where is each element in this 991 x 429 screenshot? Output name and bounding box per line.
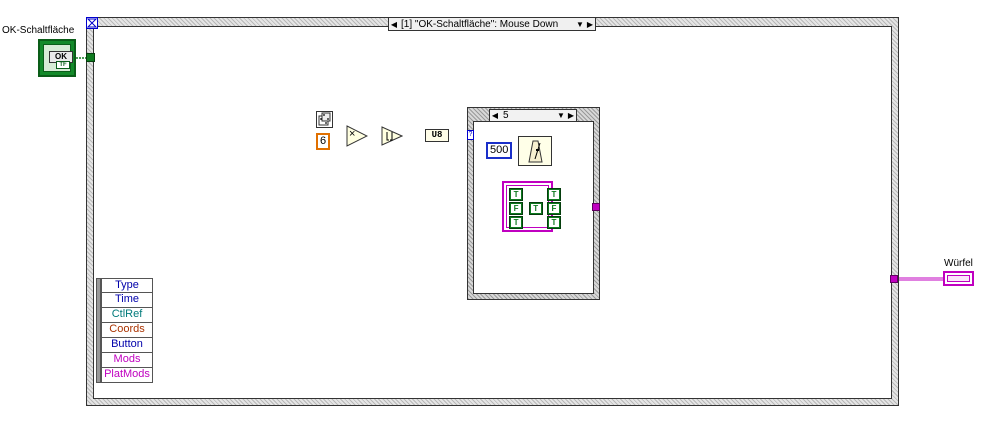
random-number-icon[interactable]	[316, 111, 333, 128]
case-selector[interactable]: ◀ 5 ▼ ▶	[489, 109, 577, 122]
u8-conversion-node[interactable]: U8	[425, 129, 449, 142]
wuerfel-indicator-label: Würfel	[944, 258, 973, 269]
event-data-field[interactable]: Time	[101, 293, 153, 308]
boolean-element: T	[546, 216, 561, 229]
case-dropdown-arrow-icon[interactable]: ▼	[557, 111, 565, 120]
event-data-field[interactable]: Type	[101, 278, 153, 293]
boolean-value: F	[511, 204, 522, 213]
boolean-input-tunnel[interactable]	[86, 53, 95, 62]
event-output-tunnel[interactable]	[890, 275, 898, 283]
ok-control-label: OK-Schaltfläche	[2, 25, 75, 36]
wait-node[interactable]	[518, 136, 552, 166]
boolean-value: T	[511, 190, 522, 199]
event-data-node-handle[interactable]	[96, 278, 101, 383]
boolean-element: T	[546, 188, 561, 201]
case-output-tunnel[interactable]	[592, 203, 600, 211]
boolean-element: F	[509, 202, 524, 215]
event-data-field[interactable]: CtlRef	[101, 308, 153, 323]
multiply-symbol: ×	[349, 128, 356, 140]
event-data-field[interactable]: Coords	[101, 323, 153, 338]
case-selector-terminal[interactable]: ?	[467, 130, 474, 140]
event-data-field[interactable]: PlatMods	[101, 368, 153, 383]
round-down-node[interactable]	[381, 126, 404, 149]
ok-control-terminal[interactable]: OK TF	[38, 39, 76, 77]
right-arrow-icon[interactable]: ▶	[586, 19, 594, 29]
boolean-element: F	[546, 202, 561, 215]
boolean-element: T	[528, 202, 543, 215]
dropdown-arrow-icon[interactable]: ▼	[576, 19, 584, 29]
event-case-label: [1] "OK-Schaltfläche": Mouse Down	[401, 18, 559, 30]
boolean-element: T	[509, 216, 524, 229]
event-data-field[interactable]: Button	[101, 338, 153, 353]
case-selector-value: 5	[503, 110, 509, 121]
boolean-value: T	[511, 218, 522, 227]
boolean-value: T	[548, 190, 559, 199]
wait-ms-constant[interactable]: 500	[486, 142, 513, 159]
boolean-element: T	[509, 188, 524, 201]
case-right-arrow-icon[interactable]: ▶	[567, 111, 575, 120]
event-data-field[interactable]: Mods	[101, 353, 153, 368]
ok-type-indicator: TF	[56, 61, 70, 69]
event-case-selector[interactable]: ◀ [1] "OK-Schaltfläche": Mouse Down ▼ ▶	[388, 17, 596, 31]
wuerfel-indicator-terminal[interactable]	[943, 271, 974, 286]
constant-six[interactable]: 6	[316, 133, 331, 150]
hourglass-icon	[86, 17, 98, 29]
boolean-value: T	[548, 218, 559, 227]
metronome-icon	[528, 140, 543, 163]
boolean-value: T	[530, 204, 541, 213]
boolean-value: F	[548, 204, 559, 213]
multiply-node[interactable]: ×	[346, 125, 369, 150]
left-arrow-icon[interactable]: ◀	[390, 19, 398, 29]
case-left-arrow-icon[interactable]: ◀	[491, 111, 499, 120]
